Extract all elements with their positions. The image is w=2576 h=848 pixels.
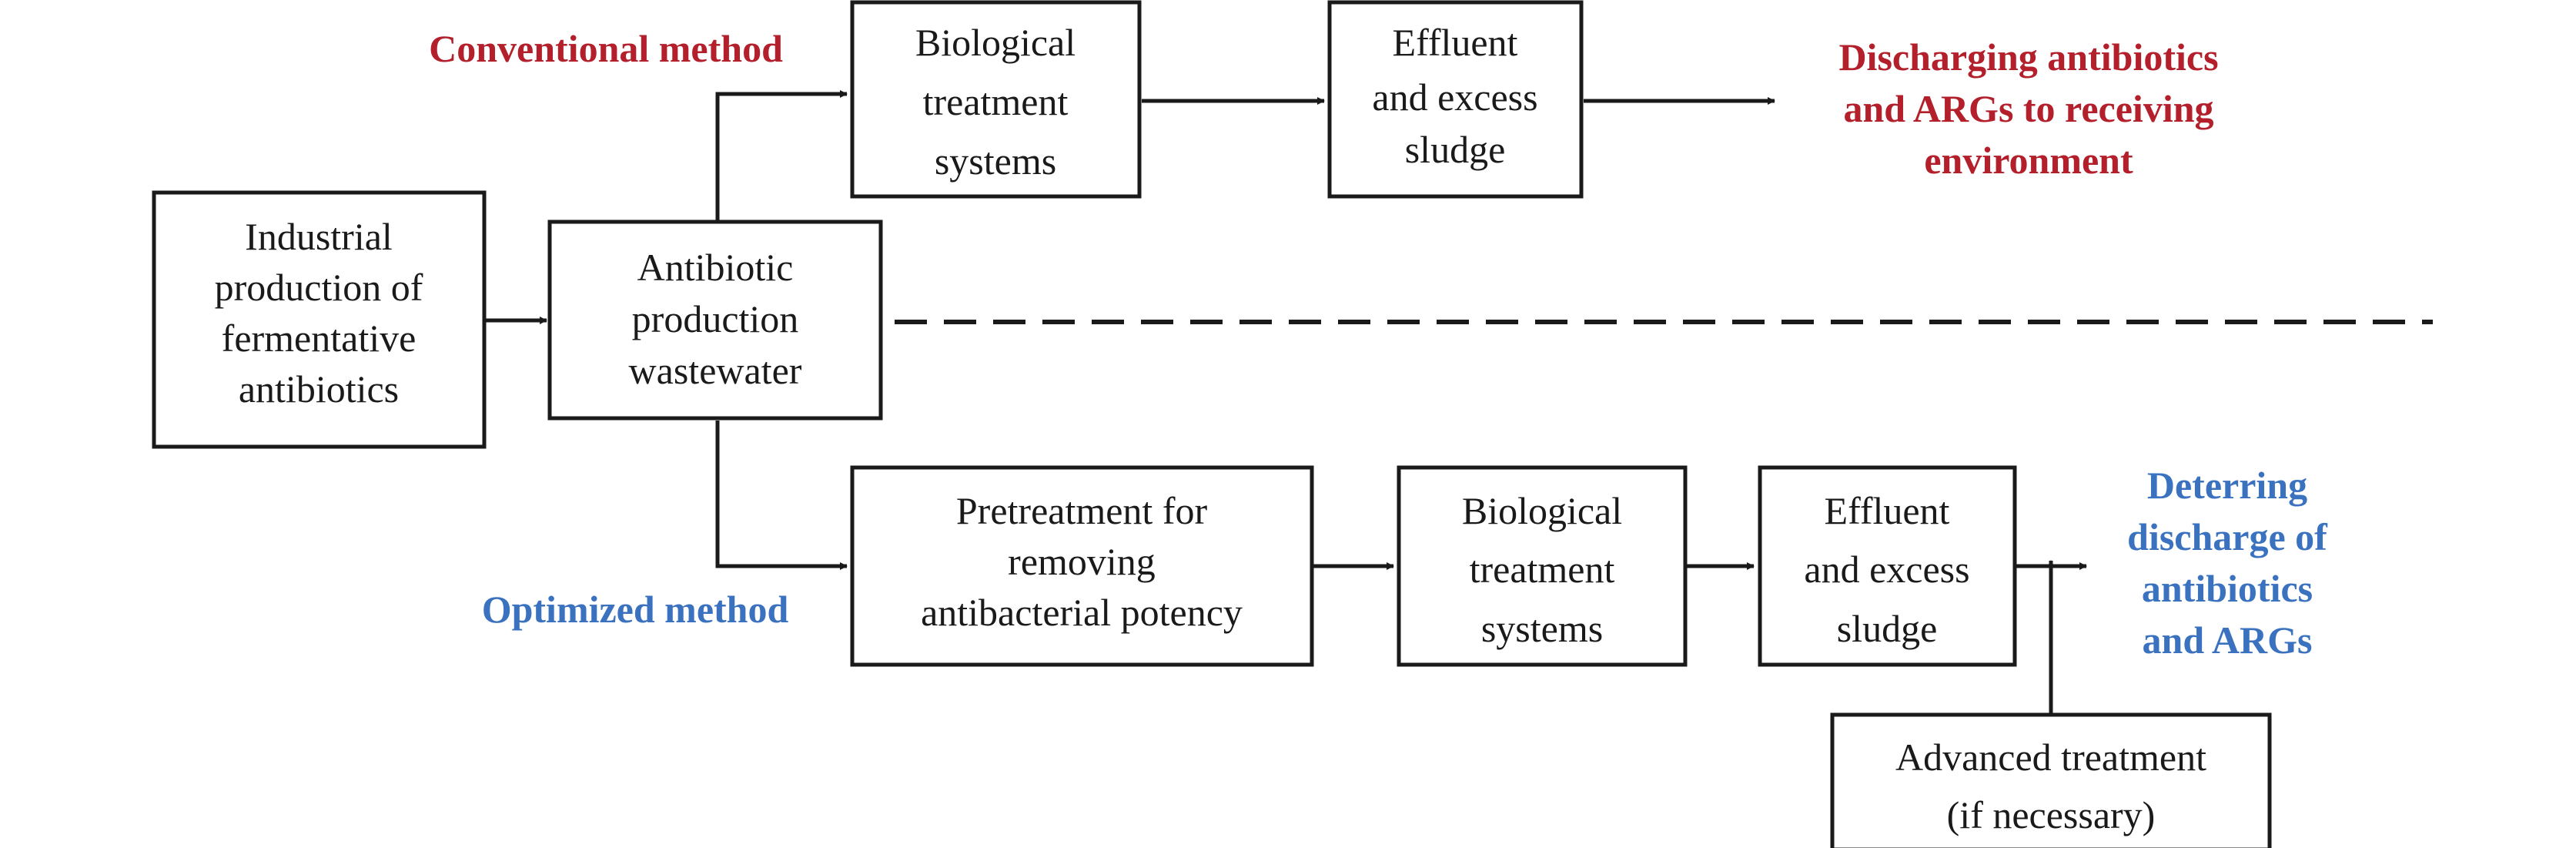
box-line: systems bbox=[1481, 607, 1603, 650]
box-line: sludge bbox=[1405, 128, 1506, 171]
outcome-line: and ARGs bbox=[2143, 618, 2313, 662]
box-line: production bbox=[632, 297, 799, 340]
box-line: Effluent bbox=[1825, 489, 1950, 532]
box-line: fermentative bbox=[222, 317, 417, 360]
box-line: Pretreatment for bbox=[956, 489, 1208, 532]
box-line: Effluent bbox=[1393, 21, 1518, 64]
box-line: Advanced treatment bbox=[1895, 736, 2206, 779]
arrow-wastewater-to-pretreatment bbox=[715, 421, 848, 570]
outcome-line: Deterring bbox=[2147, 464, 2307, 507]
box-line: Industrial bbox=[245, 215, 393, 258]
optimized-outcome-text: Deterring discharge of antibiotics and A… bbox=[2127, 464, 2328, 662]
wastewater-box: Antibiotic production wastewater bbox=[547, 220, 883, 421]
conventional-outcome-text: Discharging antibiotics and ARGs to rece… bbox=[1838, 35, 2218, 182]
pretreatment-box: Pretreatment for removing antibacterial … bbox=[850, 465, 1314, 667]
optimized-effluent-sludge-box: Effluent and excess sludge bbox=[1758, 465, 2017, 667]
outcome-line: environment bbox=[1924, 139, 2133, 182]
outcome-line: and ARGs to receiving bbox=[1843, 87, 2213, 130]
advanced-treatment-box: Advanced treatment (if necessary) bbox=[1830, 712, 2272, 848]
arrow-wastewater-to-conv-bio bbox=[715, 90, 848, 222]
conventional-method-label: Conventional method bbox=[429, 27, 783, 70]
optimized-biological-treatment-box: Biological treatment systems bbox=[1397, 465, 1688, 667]
box-line: removing bbox=[1008, 540, 1156, 583]
conventional-biological-treatment-box: Biological treatment systems bbox=[850, 0, 1142, 199]
industrial-production-box: Industrial production of fermentative an… bbox=[152, 190, 487, 449]
box-line: and excess bbox=[1372, 75, 1537, 119]
optimized-method-label: Optimized method bbox=[482, 588, 789, 631]
box-line: treatment bbox=[1470, 548, 1615, 591]
box-line: systems bbox=[935, 139, 1056, 183]
box-line: wastewater bbox=[629, 349, 802, 392]
box-line: sludge bbox=[1837, 607, 1938, 650]
box-line: antibiotics bbox=[239, 367, 399, 411]
outcome-line: antibiotics bbox=[2142, 567, 2313, 610]
conventional-effluent-sludge-box: Effluent and excess sludge bbox=[1327, 0, 1584, 199]
box-line: treatment bbox=[923, 80, 1069, 123]
outcome-line: discharge of bbox=[2127, 515, 2328, 558]
box-line: production of bbox=[215, 266, 423, 309]
box-line: (if necessary) bbox=[1947, 793, 2156, 836]
box-line: Biological bbox=[1462, 489, 1622, 532]
box-line: Biological bbox=[915, 21, 1076, 64]
connectors bbox=[485, 90, 2433, 713]
outcome-line: Discharging antibiotics bbox=[1838, 35, 2218, 79]
box-line: and excess bbox=[1804, 548, 1969, 591]
box-line: antibacterial potency bbox=[921, 591, 1243, 634]
box-line: Antibiotic bbox=[637, 246, 794, 289]
